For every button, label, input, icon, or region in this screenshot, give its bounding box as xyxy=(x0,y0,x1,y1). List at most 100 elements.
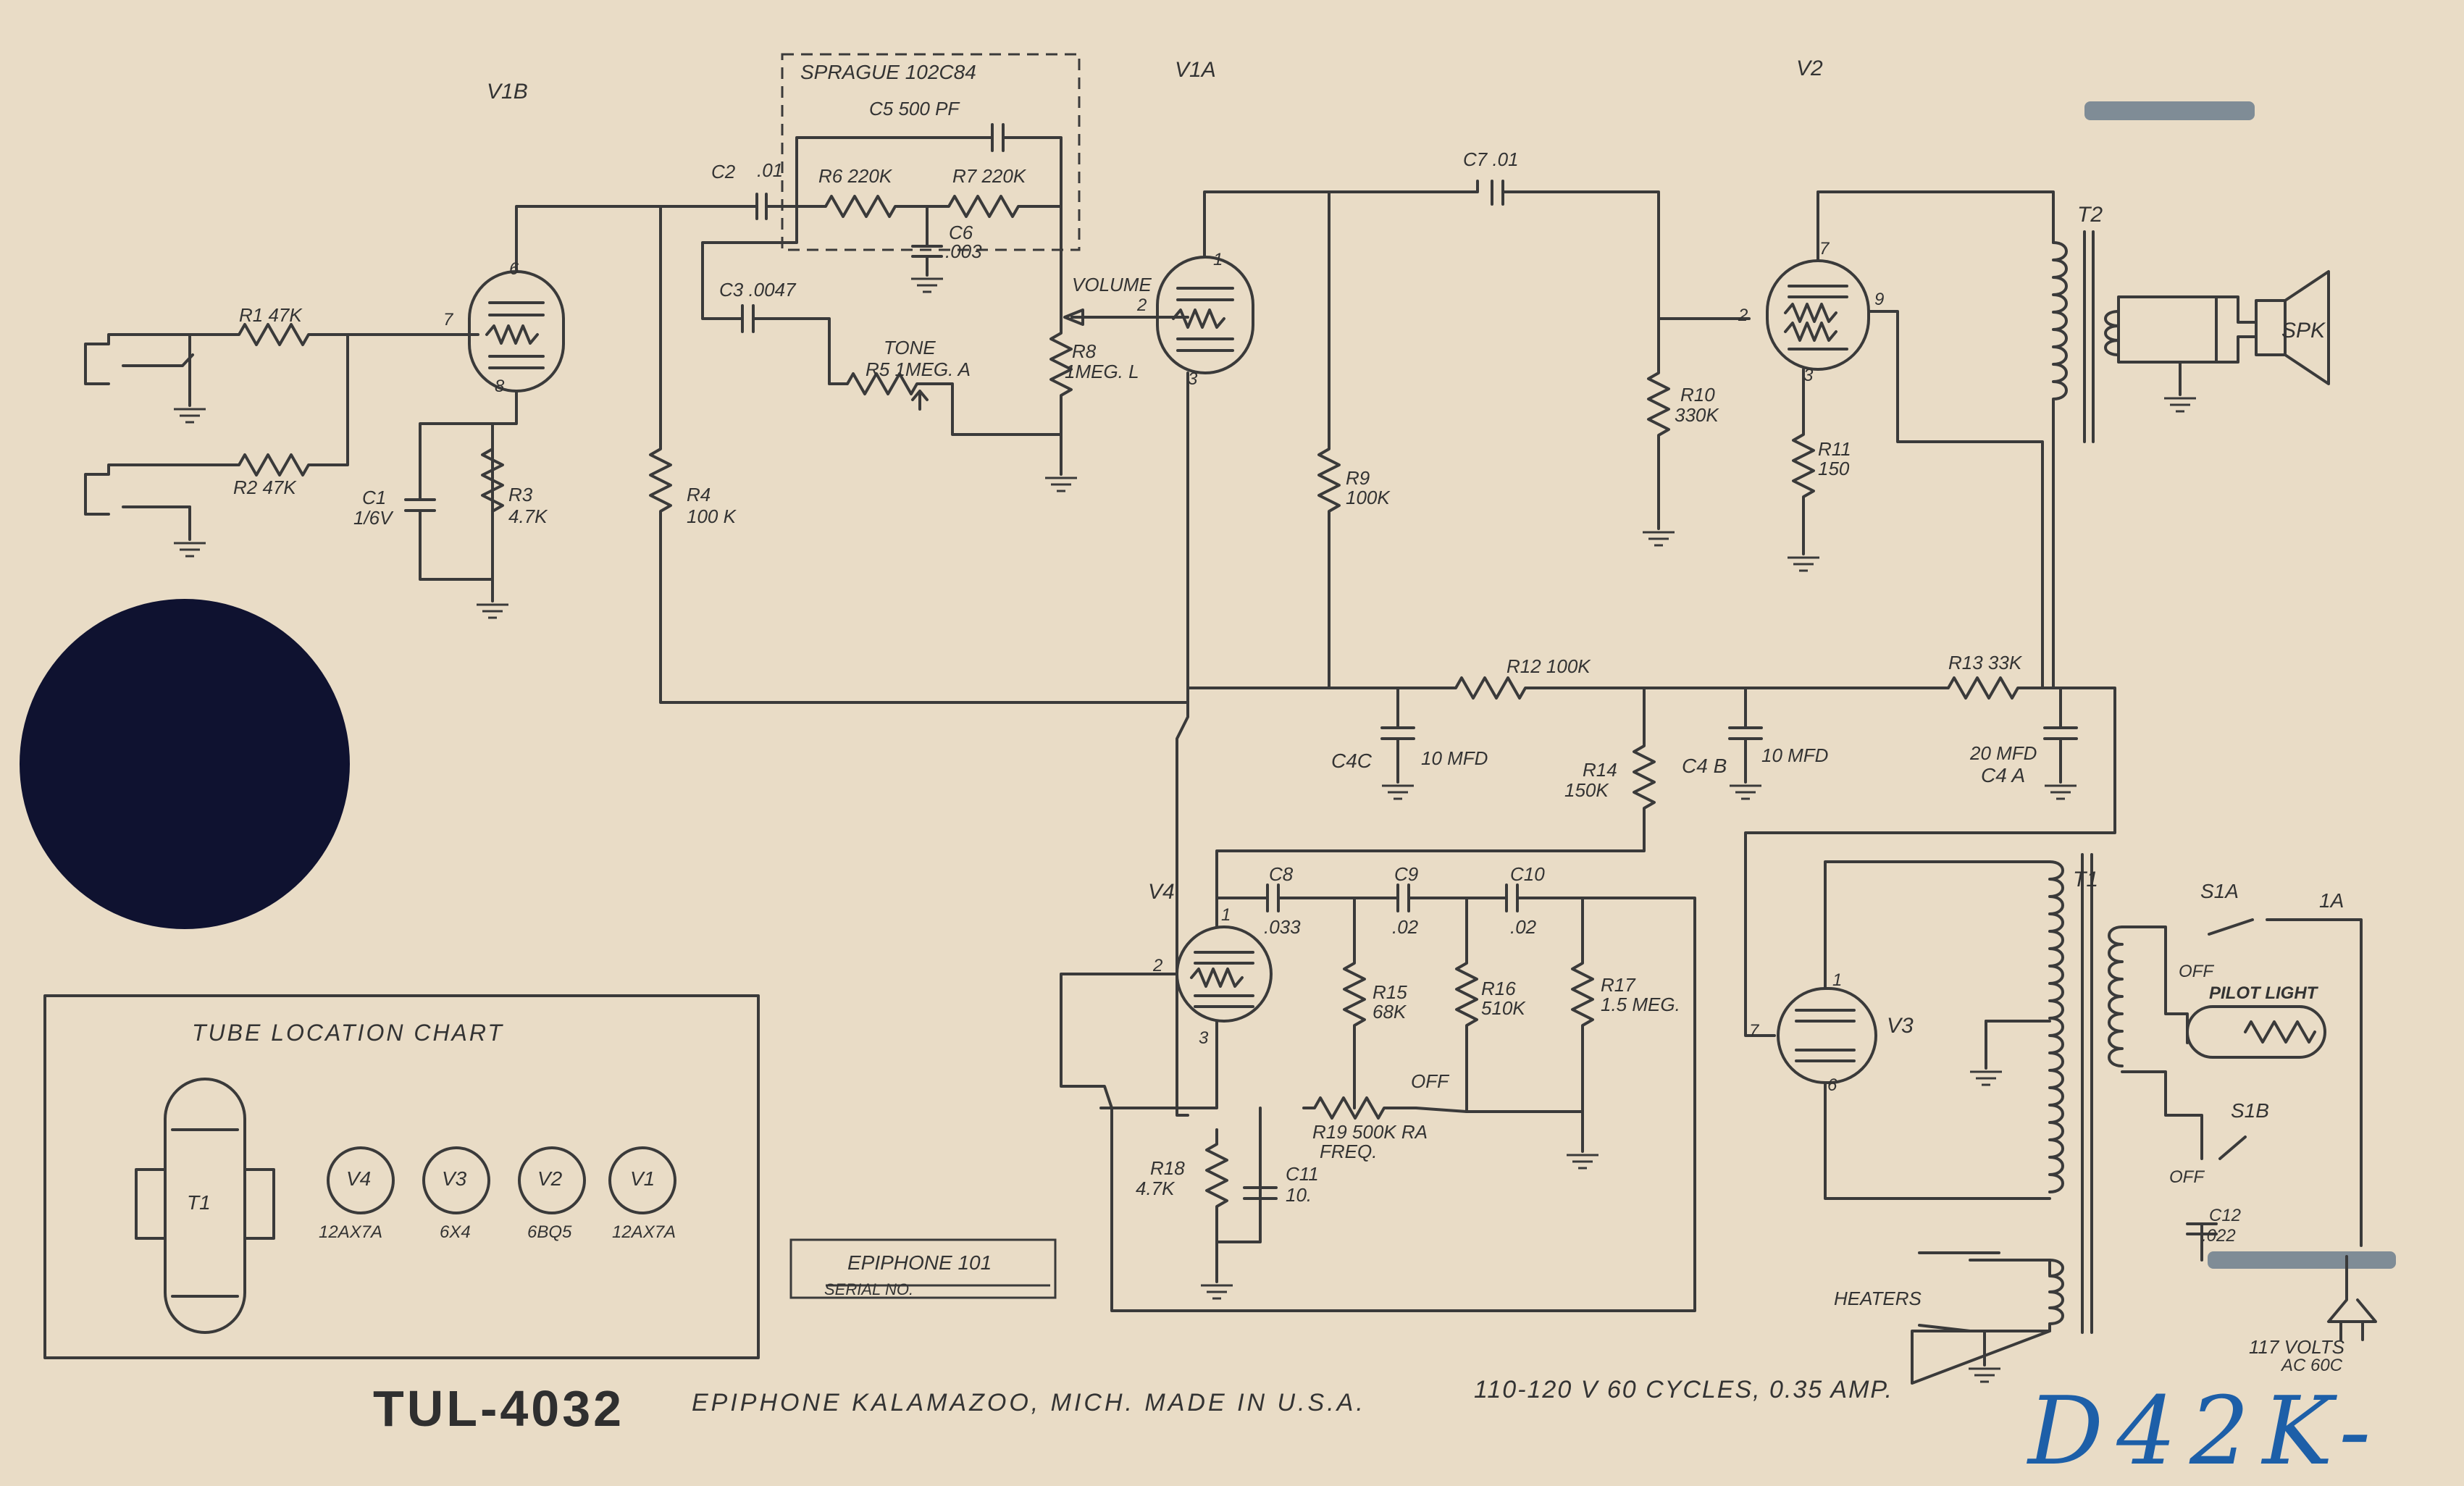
label-s1b: S1B xyxy=(2231,1099,2269,1122)
label-c3: C3 .0047 xyxy=(719,279,796,301)
label-r4: R4 xyxy=(687,484,711,505)
label-r9-val: 100K xyxy=(1346,487,1390,508)
label-volume: VOLUME xyxy=(1072,274,1152,295)
label-r8: R8 xyxy=(1072,340,1097,362)
chart-socket-v1 xyxy=(608,1146,676,1214)
label-r11-val: 150 xyxy=(1818,458,1850,479)
chart-v3-name: V3 xyxy=(442,1167,467,1190)
label-r19: R19 500K RA xyxy=(1312,1121,1428,1143)
label-c8-val: .033 xyxy=(1264,916,1301,938)
chart-socket-v4 xyxy=(327,1146,395,1214)
serial-model: EPIPHONE 101 xyxy=(847,1251,992,1274)
label-r17-val: 1.5 MEG. xyxy=(1601,994,1680,1015)
label-c5: C5 500 PF xyxy=(869,98,960,119)
pin-v3-7: 7 xyxy=(1749,1021,1759,1041)
pin-v3-1: 1 xyxy=(1832,970,1843,990)
label-tone: TONE xyxy=(884,337,936,358)
label-r10-val: 330K xyxy=(1675,404,1719,426)
chart-title: TUBE LOCATION CHART xyxy=(192,1020,504,1046)
label-c1: C1 xyxy=(362,487,387,508)
label-c4a-val: 20 MFD xyxy=(1970,742,2037,764)
pin-v2-9: 9 xyxy=(1874,290,1885,309)
label-v2: V2 xyxy=(1796,56,1823,80)
label-s1a: S1A xyxy=(2200,880,2239,902)
label-r13: R13 33K xyxy=(1948,652,2022,673)
chart-v1-name: V1 xyxy=(630,1167,655,1190)
chart-socket-v3 xyxy=(422,1146,490,1214)
label-r2: R2 47K xyxy=(233,477,296,498)
pin-v4-2: 2 xyxy=(1153,956,1163,975)
pin-v1b-7: 7 xyxy=(443,310,453,329)
label-t1: T1 xyxy=(2073,868,2099,891)
chart-v1-type: 12AX7A xyxy=(612,1222,676,1242)
label-c8: C8 xyxy=(1269,863,1294,885)
label-v3: V3 xyxy=(1887,1014,1914,1038)
chart-v4-type: 12AX7A xyxy=(319,1222,383,1242)
label-pilot-light: PILOT LIGHT xyxy=(2209,983,2318,1003)
label-mains: 117 VOLTS xyxy=(2249,1336,2344,1358)
label-c4b-val: 10 MFD xyxy=(1761,744,1829,766)
label-c12-val: .022 xyxy=(2202,1226,2236,1246)
label-r7: R7 220K xyxy=(952,165,1026,187)
label-t2: T2 xyxy=(2077,203,2103,227)
pin-v1a-2: 2 xyxy=(1137,295,1147,315)
label-c2: C2 xyxy=(711,161,736,182)
label-r18: R18 xyxy=(1150,1157,1185,1179)
label-r10: R10 xyxy=(1680,384,1715,406)
speaker-hole xyxy=(20,599,350,929)
input-jack-2 xyxy=(84,463,191,516)
label-r14-val: 150K xyxy=(1564,779,1609,801)
label-c10-val: .02 xyxy=(1510,916,1537,938)
label-off-s1b: OFF xyxy=(2169,1167,2204,1187)
pin-v4-3: 3 xyxy=(1199,1028,1209,1048)
label-c6-val: .003 xyxy=(945,240,982,262)
label-r4-val: 100 K xyxy=(687,505,736,527)
label-r15-val: 68K xyxy=(1373,1001,1407,1023)
label-r11: R11 xyxy=(1818,438,1851,460)
label-c4c-val: 10 MFD xyxy=(1421,747,1488,769)
label-v4: V4 xyxy=(1148,880,1175,904)
label-r9: R9 xyxy=(1346,467,1370,489)
label-r18-val: 4.7K xyxy=(1136,1178,1175,1199)
chart-t1-label: T1 xyxy=(187,1191,211,1214)
label-spk: SPK xyxy=(2281,319,2326,343)
label-c7: C7 .01 xyxy=(1463,148,1519,170)
label-r15: R15 xyxy=(1373,981,1407,1003)
sprague-network-box xyxy=(781,53,1081,251)
label-r17: R17 xyxy=(1601,974,1635,996)
pin-v1b-6: 6 xyxy=(509,259,519,279)
tube-v3 xyxy=(1777,987,1877,1084)
chassis-clip-bottom xyxy=(2208,1251,2396,1269)
label-r8-val: 1MEG. L xyxy=(1065,361,1139,382)
label-c6: C6 xyxy=(949,222,973,243)
serial-box xyxy=(789,1238,1057,1299)
label-c4b: C4 B xyxy=(1682,755,1727,777)
label-c12: C12 xyxy=(2209,1206,2242,1225)
footer-model: TUL-4032 xyxy=(373,1380,625,1437)
label-r3: R3 xyxy=(508,484,533,505)
footer-rating: 110-120 V 60 CYCLES, 0.35 AMP. xyxy=(1474,1376,1894,1403)
label-v1b: V1B xyxy=(487,80,528,104)
label-mains-2: AC 60C xyxy=(2281,1356,2343,1375)
pin-v2-7: 7 xyxy=(1819,239,1830,259)
label-r3-val: 4.7K xyxy=(508,505,548,527)
label-c11-val: 10. xyxy=(1286,1184,1312,1206)
label-r1: R1 47K xyxy=(239,304,302,326)
label-fuse: 1A xyxy=(2319,889,2344,912)
label-c11: C11 xyxy=(1286,1163,1319,1185)
chart-v3-type: 6X4 xyxy=(440,1222,471,1242)
serial-label: SERIAL NO. xyxy=(824,1280,914,1298)
label-c4a: C4 A xyxy=(1981,764,2026,786)
label-v1a: V1A xyxy=(1175,58,1216,82)
label-r6: R6 220K xyxy=(818,165,892,187)
label-freq: FREQ. xyxy=(1320,1141,1378,1162)
label-c1-val: 1/6V xyxy=(353,507,393,529)
label-c9: C9 xyxy=(1394,863,1419,885)
pin-v1a-1: 1 xyxy=(1213,250,1223,269)
pin-v4-1: 1 xyxy=(1221,905,1231,925)
chart-v2-type: 6BQ5 xyxy=(527,1222,572,1242)
pin-v2-3: 3 xyxy=(1803,366,1814,385)
label-c9-val: .02 xyxy=(1392,916,1419,938)
pilot-light xyxy=(2186,1005,2326,1059)
